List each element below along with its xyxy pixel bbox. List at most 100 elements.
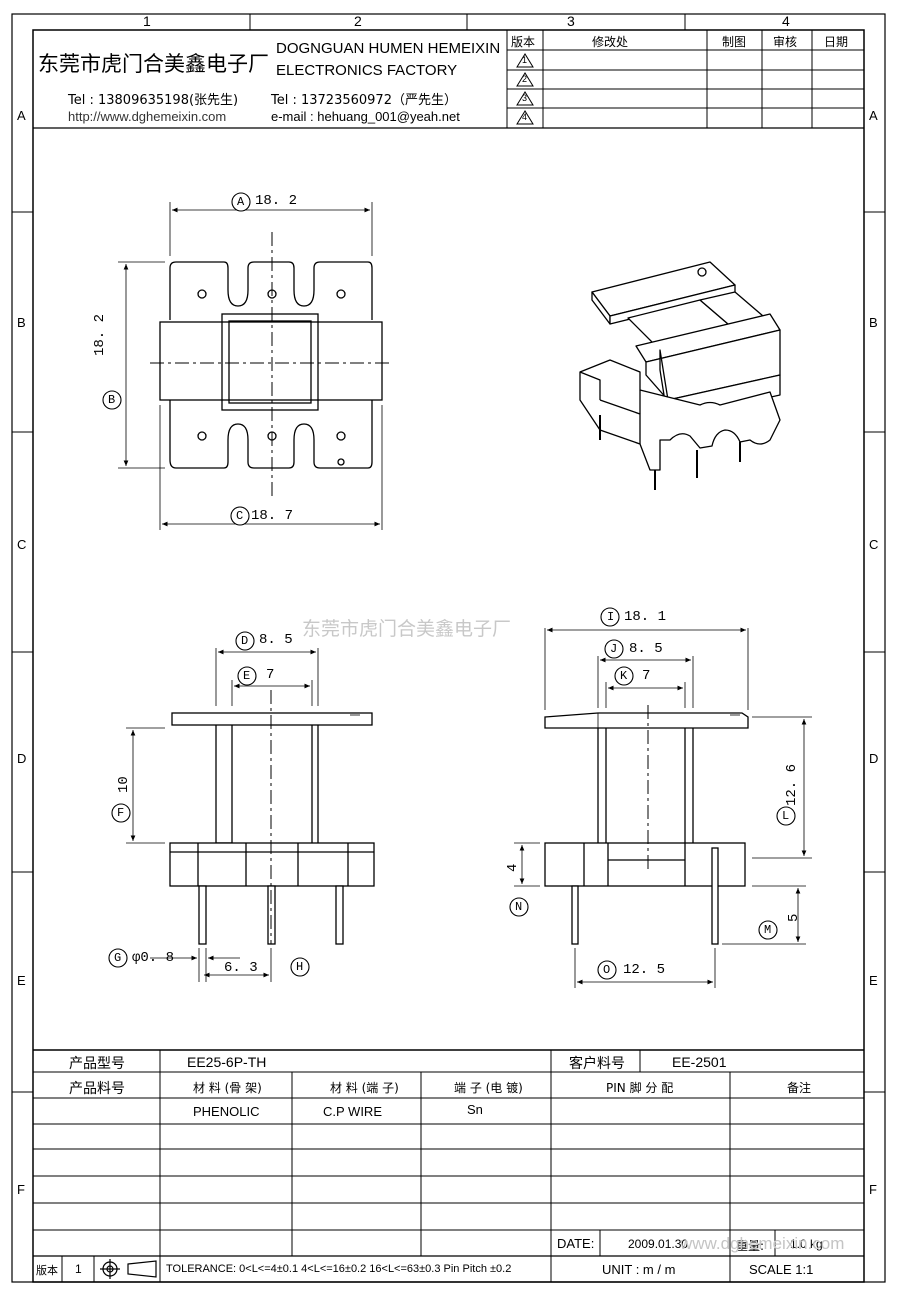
material-pin-value: C.P WIRE: [323, 1104, 382, 1119]
dim-B-tag: B: [108, 393, 116, 407]
isometric-view: [579, 261, 781, 490]
balloon-L: [776, 806, 796, 826]
grid-column-3: 3: [567, 13, 575, 29]
dim-E-tag: E: [243, 669, 251, 683]
dim-A-tag: A: [237, 195, 245, 209]
dim-C-value: 18. 7: [251, 508, 294, 524]
grid-row-A-right: A: [869, 108, 878, 123]
version-label: 版本: [36, 1264, 58, 1277]
unit-note: UNIT : m / m: [602, 1262, 676, 1277]
balloon-O: [597, 960, 617, 980]
company-name-cn: 东莞市虎门合美鑫电子厂: [38, 52, 269, 76]
projection-symbol-icon: [100, 1259, 157, 1279]
pin-plating-value: Sn: [467, 1102, 483, 1117]
dim-B-value: 18. 2: [92, 313, 108, 356]
dim-L-value: 12. 6: [784, 763, 800, 806]
grid-column-2: 2: [354, 13, 362, 29]
dim-M-tag: M: [764, 923, 772, 937]
material-bobbin-value: PHENOLIC: [193, 1104, 260, 1119]
dim-pitch-value: 6. 3: [224, 960, 258, 976]
grid-row-B-right: B: [869, 315, 878, 330]
dim-N-tag: N: [515, 900, 523, 914]
balloon-N: [509, 897, 529, 917]
model-label: 产品型号: [69, 1056, 125, 1072]
dim-O-tag: O: [603, 963, 611, 977]
dim-N-value: 4: [505, 863, 521, 872]
customer-pn-label: 客户料号: [569, 1056, 625, 1072]
col-remark: 备注: [787, 1081, 812, 1095]
front-view: [126, 648, 375, 982]
model-value: EE25-6P-TH: [187, 1054, 267, 1070]
dim-I-tag: I: [607, 610, 615, 624]
company-website: http://www.dghemeixin.com: [68, 109, 227, 124]
balloon-F: [111, 803, 131, 823]
contact-email: e-mail : hehuang_001@yeah.net: [271, 109, 460, 124]
balloon-J: [604, 639, 624, 659]
weight-value: 1.0 kg: [790, 1237, 823, 1251]
dim-A-value: 18. 2: [255, 193, 298, 209]
company-name-en-line1: DOGNGUAN HUMEN HEMEIXIN: [276, 40, 501, 57]
grid-row-C-right: C: [869, 537, 879, 552]
footer-watermark: www.dghemeixin.com: [680, 1234, 845, 1253]
rev-number-1: 1: [522, 55, 528, 65]
grid-row-B-left: B: [17, 315, 26, 330]
col-material-bobbin: 材 料 (骨 架): [193, 1081, 262, 1095]
side-view: [514, 627, 812, 988]
date-label: DATE:: [557, 1236, 595, 1251]
rev-number-4: 4: [522, 112, 528, 122]
dim-I-value: 18. 1: [624, 609, 667, 625]
balloon-C: [230, 506, 250, 526]
grid-row-C-left: C: [17, 537, 27, 552]
balloon-G: [108, 948, 128, 968]
version-value: 1: [75, 1262, 82, 1276]
part-no-label: 产品料号: [69, 1081, 125, 1097]
contact-tel-2: Tel : 13723560972（严先生）: [271, 93, 457, 108]
dim-E-value: 7: [266, 667, 275, 683]
rev-header-date: 日期: [824, 35, 849, 49]
grid-column-1: 1: [143, 13, 151, 29]
dim-F-tag: F: [117, 806, 125, 820]
grid-row-A-left: A: [17, 108, 26, 123]
dim-H-tag: H: [296, 960, 304, 974]
grid-row-D-right: D: [869, 751, 879, 766]
dim-M-value: 5: [786, 913, 802, 922]
balloon-E: [237, 666, 257, 686]
customer-pn-value: EE-2501: [672, 1054, 727, 1070]
rev-number-3: 3: [522, 93, 528, 103]
dim-G-tag: G: [114, 951, 122, 965]
dim-J-tag: J: [610, 642, 618, 656]
balloon-M: [758, 920, 778, 940]
balloon-K: [614, 666, 634, 686]
tolerance-note: TOLERANCE: 0<L<=4±0.1 4<L<=16±0.2 16<L<=…: [166, 1263, 512, 1275]
balloon-H: [290, 957, 310, 977]
rev-header-checked: 审核: [773, 35, 798, 49]
balloon-A: [231, 192, 251, 212]
col-pin-plating: 端 子 (电 镀): [454, 1081, 523, 1095]
rev-header-change: 修改处: [592, 35, 629, 49]
dim-L-tag: L: [782, 809, 790, 823]
col-material-pin: 材 料 (端 子): [330, 1081, 399, 1095]
dim-F-value: 10: [116, 776, 132, 793]
company-name-en-line2: ELECTRONICS FACTORY: [276, 62, 458, 79]
dim-J-value: 8. 5: [629, 641, 663, 657]
balloon-I: [600, 607, 620, 627]
grid-row-F-right: F: [869, 1182, 877, 1197]
rev-header-version: 版本: [511, 35, 536, 49]
grid-row-D-left: D: [17, 751, 27, 766]
dimension-balloons: [102, 192, 796, 980]
weight-label: 重量:: [736, 1239, 765, 1253]
grid-row-F-left: F: [17, 1182, 25, 1197]
dim-D-value: 8. 5: [259, 632, 293, 648]
date-value: 2009.01.30: [628, 1237, 689, 1251]
dim-K-tag: K: [620, 669, 628, 683]
balloon-B: [102, 390, 122, 410]
dim-D-tag: D: [241, 634, 249, 648]
dim-K-value: 7: [642, 668, 651, 684]
watermark-text: 东莞市虎门合美鑫电子厂: [302, 618, 512, 640]
dim-C-tag: C: [236, 509, 244, 523]
contact-tel-1: Tel : 13809635198(张先生): [68, 93, 239, 108]
dim-O-value: 12. 5: [623, 962, 666, 978]
dim-G-value: φ0. 8: [132, 950, 175, 966]
col-pin-assign: PIN 脚 分 配: [606, 1081, 674, 1095]
